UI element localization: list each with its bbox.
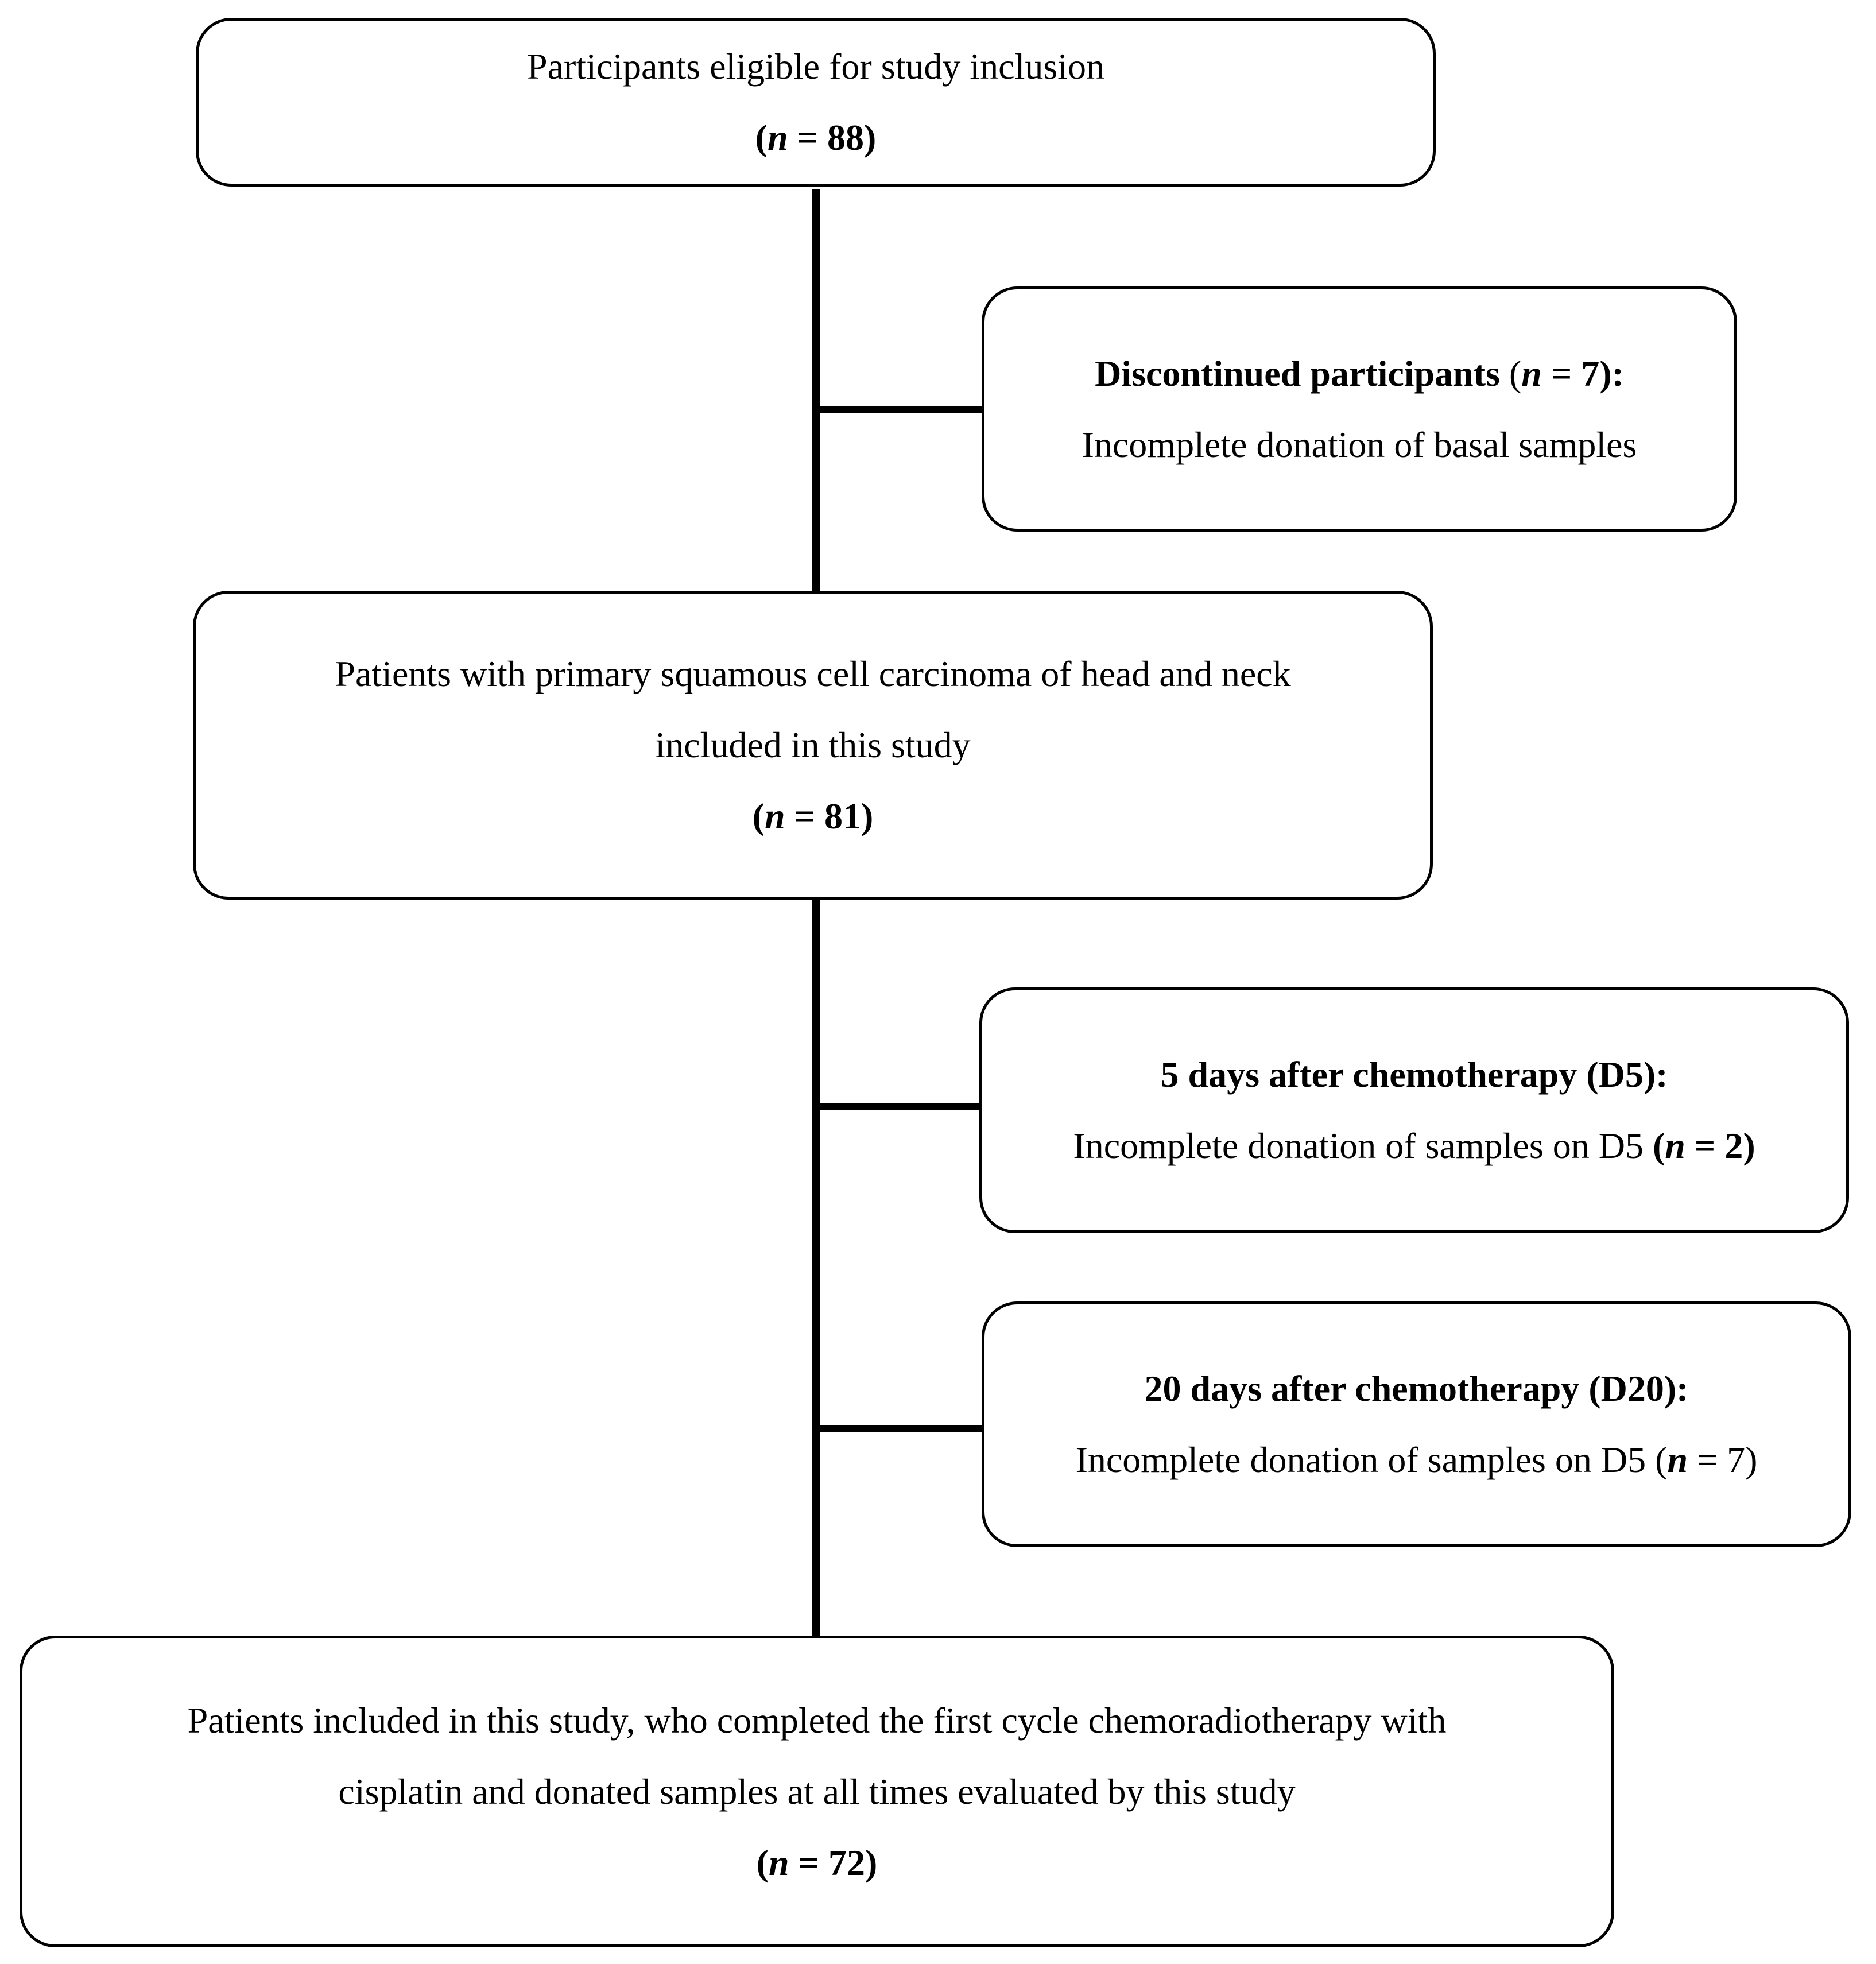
d20-reason: Incomplete donation of samples on D5 (1075, 1439, 1656, 1480)
final-patients-box: Patients included in this study, who com… (20, 1636, 1614, 1947)
d5-count: (n = 2) (1652, 1125, 1755, 1166)
discontinued-n-symbol: n (1521, 352, 1542, 394)
final-count: (n = 72) (756, 1842, 878, 1883)
discontinued-reason: Incomplete donation of basal samples (1082, 424, 1637, 465)
final-count-value: = 72 (789, 1842, 866, 1883)
included-n-symbol: n (764, 796, 785, 836)
included-line-1: Patients with primary squamous cell carc… (335, 653, 1291, 694)
discontinued-heading-count: = 7): (1541, 352, 1624, 394)
included-line-2: included in this study (655, 725, 971, 765)
discontinued-heading: Discontinued participants (1095, 352, 1500, 394)
d5-dropout-box: 5 days after chemotherapy (D5): Incomple… (979, 987, 1849, 1233)
eligible-participants-box: Participants eligible for study inclusio… (196, 18, 1436, 187)
d20-n-symbol: n (1667, 1439, 1688, 1480)
final-n-symbol: n (768, 1842, 789, 1883)
final-line-1: Patients included in this study, who com… (187, 1699, 1447, 1741)
d20-count-value: = 7 (1688, 1439, 1746, 1480)
discontinued-participants-box: Discontinued participants (n = 7): Incom… (982, 286, 1737, 532)
d5-heading: 5 days after chemotherapy (D5): (1160, 1054, 1668, 1095)
included-count-value: = 81 (785, 796, 862, 836)
connector-to-discontinued (812, 406, 982, 413)
connector-to-d20 (812, 1425, 982, 1432)
eligible-count: (n = 88) (755, 117, 877, 158)
eligible-count-value: = 88 (788, 117, 865, 158)
d5-reason-line: Incomplete donation of samples on D5 (n … (1073, 1110, 1755, 1182)
d5-count-value: = 2 (1685, 1125, 1743, 1166)
included-patients-box: Patients with primary squamous cell carc… (193, 591, 1433, 900)
connector-to-d5 (812, 1103, 979, 1110)
eligible-n-symbol: n (767, 117, 788, 158)
discontinued-heading-open: ( (1499, 352, 1522, 394)
eligible-title: Participants eligible for study inclusio… (526, 46, 1105, 87)
d5-n-symbol: n (1665, 1125, 1685, 1166)
d20-heading: 20 days after chemotherapy (D20): (1144, 1368, 1689, 1409)
connector-eligible-to-included (812, 189, 820, 591)
discontinued-heading-line: Discontinued participants (n = 7): (1095, 338, 1624, 409)
connector-included-to-final (812, 900, 820, 1636)
d20-reason-line: Incomplete donation of samples on D5 (n … (1075, 1439, 1758, 1480)
d5-reason: Incomplete donation of samples on D5 (1073, 1125, 1653, 1166)
final-line-2: cisplatin and donated samples at all tim… (338, 1771, 1296, 1812)
included-count: (n = 81) (752, 796, 874, 836)
d20-dropout-box: 20 days after chemotherapy (D20): Incomp… (982, 1301, 1851, 1547)
